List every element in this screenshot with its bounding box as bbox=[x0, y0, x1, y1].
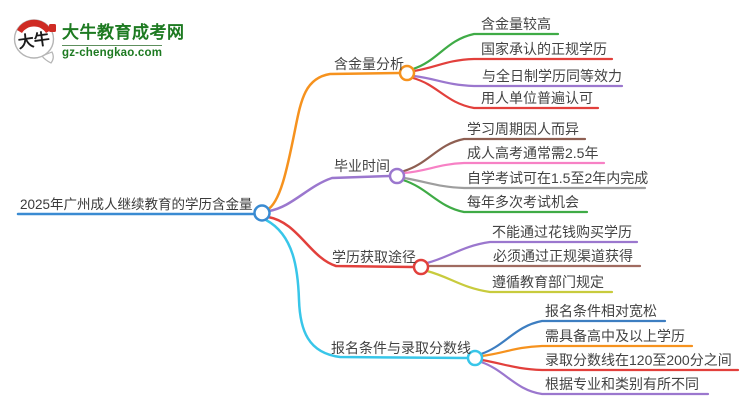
root-node-circle[interactable] bbox=[253, 204, 271, 222]
branch-4-connector bbox=[264, 218, 470, 360]
leaf-label-3-1[interactable]: 不能通过花钱购买学历 bbox=[492, 224, 632, 240]
branch-3-connector bbox=[266, 215, 416, 269]
leaf-connector-1-2 bbox=[412, 57, 614, 73]
logo-red-arc bbox=[17, 19, 51, 33]
leaf-label-4-2[interactable]: 需具备高中及以上学历 bbox=[545, 328, 685, 344]
root-node-label[interactable]: 2025年广州成人继续教育的学历含金量 bbox=[20, 197, 253, 212]
logo-bubble-tail bbox=[41, 51, 54, 64]
leaf-label-4-4[interactable]: 根据专业和类别有所不同 bbox=[545, 376, 699, 392]
leaf-connector-4-1 bbox=[479, 319, 667, 356]
logo-seal-icon bbox=[49, 24, 56, 32]
leaf-connector-4-4 bbox=[479, 360, 710, 396]
leaf-label-2-4[interactable]: 每年多次考试机会 bbox=[467, 194, 579, 210]
leaf-connector-1-1 bbox=[411, 32, 560, 71]
leaf-label-2-3[interactable]: 自学考试可在1.5至2年内完成 bbox=[467, 170, 649, 186]
branch-2-node-circle[interactable] bbox=[388, 167, 406, 185]
leaf-label-1-4[interactable]: 用人单位普遍认可 bbox=[481, 90, 593, 106]
leaf-connector-4-2 bbox=[480, 344, 694, 358]
leaf-label-1-3[interactable]: 与全日制学历同等效力 bbox=[482, 68, 622, 84]
leaf-label-4-1[interactable]: 报名条件相对宽松 bbox=[545, 303, 657, 319]
leaf-connector-3-1 bbox=[425, 240, 639, 265]
site-name: 大牛教育成考网 bbox=[62, 23, 185, 42]
leaf-label-1-2[interactable]: 国家承认的正规学历 bbox=[481, 41, 607, 57]
leaf-label-2-2[interactable]: 成人高考通常需2.5年 bbox=[467, 145, 599, 161]
leaf-label-2-1[interactable]: 学习周期因人而异 bbox=[467, 121, 579, 137]
logo-bubble-icon: 大牛 bbox=[13, 19, 56, 64]
branch-1-connector bbox=[265, 71, 402, 212]
branch-4-node-circle[interactable] bbox=[466, 349, 484, 367]
site-logo[interactable]: 大牛 大牛教育成考网 gz-chengkao.com bbox=[10, 12, 230, 64]
leaf-connector-1-4 bbox=[411, 76, 600, 110]
leaf-connector-2-4 bbox=[401, 178, 589, 214]
branch-3-node-circle[interactable] bbox=[412, 258, 430, 276]
branch-1-node-circle[interactable] bbox=[398, 64, 416, 82]
logo-divider bbox=[62, 45, 162, 46]
leaf-connector-4-3 bbox=[480, 358, 740, 372]
leaf-label-3-3[interactable]: 遵循教育部门规定 bbox=[492, 274, 604, 290]
leaf-connector-1-3 bbox=[412, 74, 624, 88]
leaf-label-3-2[interactable]: 必须通过正规渠道获得 bbox=[493, 248, 633, 264]
branch-4-label[interactable]: 报名条件与录取分数线 bbox=[331, 340, 471, 356]
leaf-connector-3-3 bbox=[425, 269, 614, 294]
leaf-connector-2-1 bbox=[402, 137, 587, 173]
branch-2-connector bbox=[267, 174, 392, 213]
branch-1-label[interactable]: 含金量分析 bbox=[334, 56, 404, 72]
logo-mark-text: 大牛 bbox=[17, 29, 51, 52]
leaf-connector-2-3 bbox=[402, 176, 647, 190]
leaf-connector-2-2 bbox=[402, 161, 606, 175]
branch-2-label[interactable]: 毕业时间 bbox=[334, 158, 390, 174]
leaf-label-1-1[interactable]: 含金量较高 bbox=[481, 16, 551, 32]
branch-3-label[interactable]: 学历获取途径 bbox=[332, 249, 416, 265]
site-domain: gz-chengkao.com bbox=[62, 47, 163, 59]
leaf-label-4-3[interactable]: 录取分数线在120至200分之间 bbox=[545, 352, 732, 368]
